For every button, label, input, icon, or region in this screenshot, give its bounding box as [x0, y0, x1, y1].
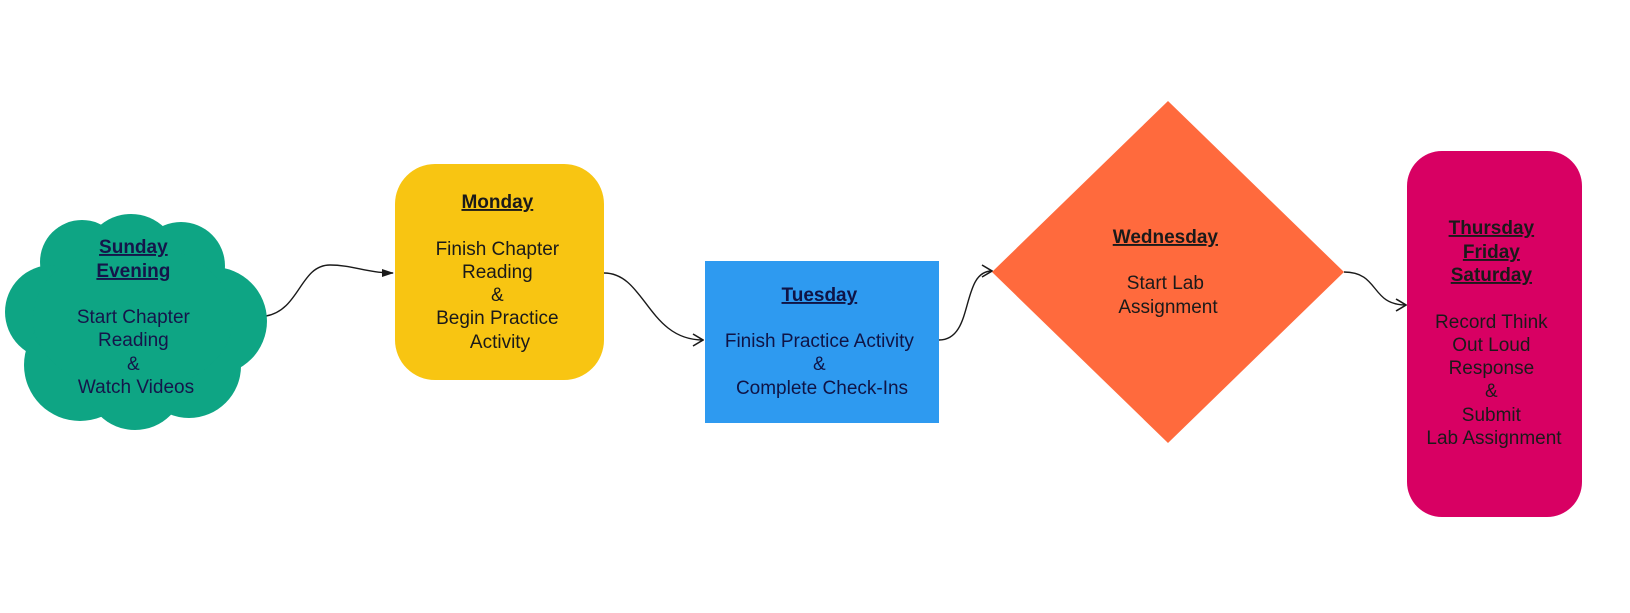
node-thursday-friday-saturday: Thursday Friday Saturday Record Think Ou…: [1407, 151, 1582, 517]
node-heading-line: Wednesday: [1113, 227, 1219, 248]
node-heading-line: Saturday: [1451, 265, 1533, 286]
node-body-line: Complete Check-Ins: [736, 378, 908, 399]
node-body-line: Out Loud: [1452, 335, 1530, 356]
node-body-line: Response: [1449, 358, 1535, 379]
node-heading-line: Tuesday: [782, 285, 858, 306]
node-text-wednesday: Wednesday Start Lab Assignment: [1113, 227, 1224, 318]
node-text-sunday: Sunday Evening Start Chapter Reading & W…: [77, 237, 195, 398]
rounded-rectangle-shape: [1407, 151, 1582, 517]
connector-monday-tuesday: [603, 272, 703, 340]
node-text-weekend: Thursday Friday Saturday Record Think Ou…: [1426, 218, 1562, 449]
node-body-line: Activity: [470, 332, 531, 353]
node-tuesday: Tuesday Finish Practice Activity & Compl…: [705, 261, 939, 423]
node-heading-line: Friday: [1463, 242, 1520, 263]
node-body-line: &: [813, 354, 826, 375]
node-body-line: Lab Assignment: [1426, 428, 1562, 449]
node-body-line: Assignment: [1118, 297, 1218, 318]
node-heading-line: Monday: [461, 192, 533, 213]
node-heading-line: Evening: [96, 261, 170, 282]
node-body-line: Submit: [1462, 405, 1522, 426]
node-body-line: &: [1485, 381, 1498, 402]
connector-tuesday-wednesday: [938, 271, 992, 341]
node-sunday-evening: Sunday Evening Start Chapter Reading & W…: [5, 214, 267, 430]
rectangle-shape: [705, 261, 939, 423]
diamond-shape: [992, 101, 1344, 443]
node-body-line: Start Lab: [1127, 273, 1204, 294]
rounded-rectangle-shape: [395, 164, 604, 380]
node-heading-line: Sunday: [99, 237, 168, 258]
node-text-tuesday: Tuesday Finish Practice Activity & Compl…: [725, 285, 919, 399]
node-heading-line: Thursday: [1449, 218, 1535, 239]
node-wednesday: Wednesday Start Lab Assignment: [992, 101, 1344, 443]
node-monday: Monday Finish Chapter Reading & Begin Pr…: [395, 164, 604, 380]
node-body-line: Reading: [462, 262, 533, 283]
node-body-line: Finish Practice Activity: [725, 331, 914, 352]
node-text-monday: Monday Finish Chapter Reading & Begin Pr…: [436, 192, 565, 353]
node-body-line: Begin Practice: [436, 308, 559, 329]
cloud-shape: [5, 214, 267, 430]
connector-wednesday-weekend: [1343, 271, 1406, 305]
node-body-line: Watch Videos: [78, 377, 194, 398]
connector-sunday-monday: [265, 264, 394, 317]
node-body-line: &: [127, 354, 140, 375]
node-body-line: &: [491, 285, 504, 306]
node-body-line: Start Chapter: [77, 307, 191, 328]
node-body-line: Record Think: [1435, 312, 1548, 333]
node-body-line: Reading: [98, 330, 169, 351]
node-body-line: Finish Chapter: [436, 239, 560, 260]
